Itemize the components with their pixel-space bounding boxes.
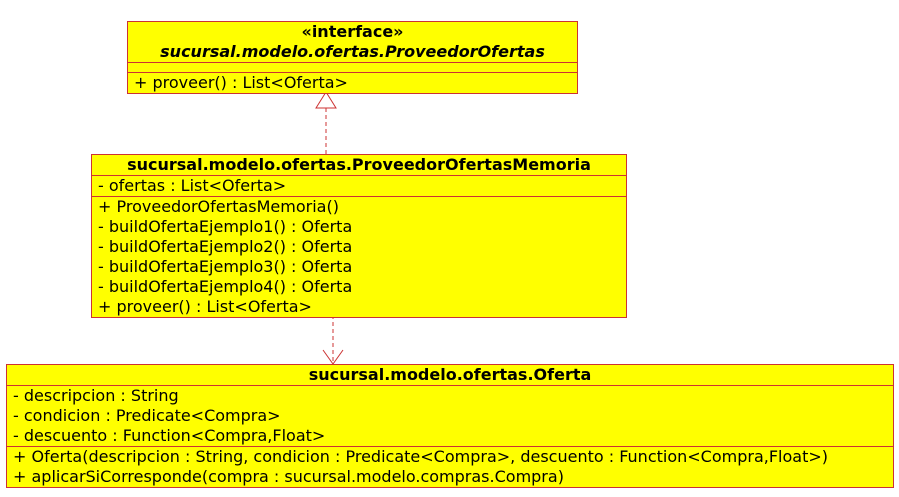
class-methods: + ProveedorOfertasMemoria() - buildOfert… xyxy=(92,196,626,317)
realization-arrowhead xyxy=(315,91,337,109)
attribute-row: - descuento : Function<Compra,Float> xyxy=(13,426,326,445)
method-row: + aplicarSiCorresponde(compra : sucursal… xyxy=(13,467,564,486)
method-row: - buildOfertaEjemplo4() : Oferta xyxy=(98,277,353,296)
interface-header: «interface» sucursal.modelo.ofertas.Prov… xyxy=(128,22,577,62)
class-header: sucursal.modelo.ofertas.Oferta xyxy=(7,365,893,385)
interface-name: sucursal.modelo.ofertas.ProveedorOfertas xyxy=(160,42,545,61)
class-attributes: - descripcion : String - condicion : Pre… xyxy=(7,385,893,446)
attribute-row: - ofertas : List<Oferta> xyxy=(98,176,287,195)
interface-methods: + proveer() : List<Oferta> xyxy=(128,72,577,93)
class-methods: + Oferta(descripcion : String, condicion… xyxy=(7,446,893,487)
interface-attributes xyxy=(128,62,577,72)
class-name: sucursal.modelo.ofertas.ProveedorOfertas… xyxy=(127,155,591,174)
interface-stereotype: «interface» xyxy=(301,22,404,41)
class-attributes: - ofertas : List<Oferta> xyxy=(92,175,626,196)
method-row: - buildOfertaEjemplo1() : Oferta xyxy=(98,217,353,236)
method-row: + proveer() : List<Oferta> xyxy=(134,73,348,92)
method-row: + Oferta(descripcion : String, condicion… xyxy=(13,447,828,466)
class-header: sucursal.modelo.ofertas.ProveedorOfertas… xyxy=(92,155,626,175)
class-oferta: sucursal.modelo.ofertas.Oferta - descrip… xyxy=(6,364,894,488)
interface-proveedor-ofertas: «interface» sucursal.modelo.ofertas.Prov… xyxy=(127,21,578,94)
method-row: - buildOfertaEjemplo3() : Oferta xyxy=(98,257,353,276)
method-row: + ProveedorOfertasMemoria() xyxy=(98,197,339,216)
class-proveedor-ofertas-memoria: sucursal.modelo.ofertas.ProveedorOfertas… xyxy=(91,154,627,318)
method-row: - buildOfertaEjemplo2() : Oferta xyxy=(98,237,353,256)
method-row: + proveer() : List<Oferta> xyxy=(98,297,312,316)
class-name: sucursal.modelo.ofertas.Oferta xyxy=(308,365,592,384)
attribute-row: - descripcion : String xyxy=(13,386,179,405)
attribute-row: - condicion : Predicate<Compra> xyxy=(13,406,281,425)
